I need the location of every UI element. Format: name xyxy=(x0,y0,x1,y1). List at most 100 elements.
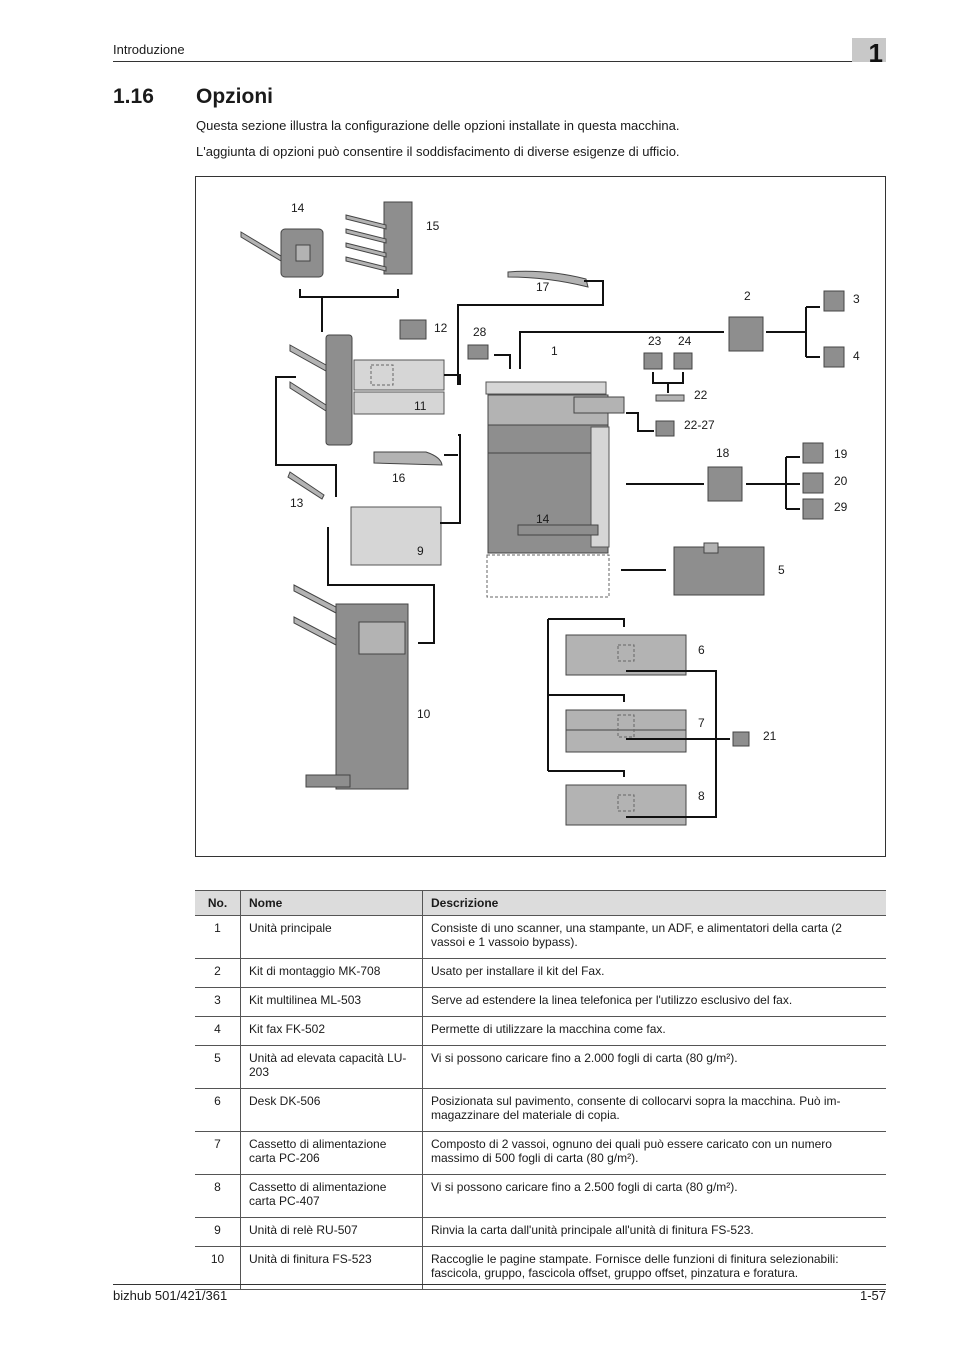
section-title: Opzioni xyxy=(196,85,273,108)
table-row: 10 Unità di finitura FS-523 Raccoglie le… xyxy=(195,1246,886,1290)
callout-21: 21 xyxy=(763,729,777,743)
table-row: 6 Desk DK-506 Posizionata sul pavimento,… xyxy=(195,1088,886,1132)
multiline-kit-3 xyxy=(823,290,845,312)
paper-feed-cabinet-7 xyxy=(565,709,687,753)
mount-kit-2 xyxy=(728,316,764,352)
cell-description: Consiste di uno scanner, una stampante, … xyxy=(422,915,886,959)
header-rule xyxy=(113,61,886,62)
callout-29: 29 xyxy=(834,500,848,514)
intro-paragraph-2: L'aggiunta di opzioni può consentire il … xyxy=(196,144,680,159)
callout-13: 13 xyxy=(290,496,304,510)
finisher-10 xyxy=(293,584,409,790)
callout-7: 7 xyxy=(698,716,705,730)
part-21 xyxy=(732,731,750,747)
footer-model: bizhub 501/421/361 xyxy=(113,1288,228,1303)
column-header-description: Descrizione xyxy=(422,890,886,916)
cell-no: 2 xyxy=(195,958,241,988)
tray-13 xyxy=(287,471,325,500)
callout-14-mid: 14 xyxy=(536,512,550,526)
callout-20: 20 xyxy=(834,474,848,488)
cell-no: 5 xyxy=(195,1045,241,1089)
callout-22: 22 xyxy=(694,388,708,402)
cell-no: 7 xyxy=(195,1131,241,1175)
part-24 xyxy=(673,352,693,370)
cell-description: Vi si possono caricare fino a 2.000 fogl… xyxy=(422,1045,886,1089)
table-row: 7 Cassetto di alimentazione carta PC-206… xyxy=(195,1131,886,1175)
part-29 xyxy=(802,498,824,520)
table-row: 1 Unità principale Consiste di uno scann… xyxy=(195,915,886,959)
part-20 xyxy=(802,472,824,494)
callout-2: 2 xyxy=(744,289,751,303)
relay-unit-9 xyxy=(350,506,442,566)
callout-14-top: 14 xyxy=(291,201,305,215)
cell-description: Raccoglie le pagine stampate. Fornisce d… xyxy=(422,1246,886,1290)
cell-description: Usato per installare il kit del Fax. xyxy=(422,958,886,988)
cell-no: 1 xyxy=(195,915,241,959)
callout-5: 5 xyxy=(778,563,785,577)
cell-description: Vi si possono caricare fino a 2.500 fogl… xyxy=(422,1174,886,1218)
cell-name: Cassetto di alimentazione carta PC-407 xyxy=(240,1174,423,1218)
callout-22-27: 22-27 xyxy=(684,418,715,432)
finisher-11 xyxy=(289,334,445,446)
cell-name: Unità principale xyxy=(240,915,423,959)
callout-10: 10 xyxy=(417,707,431,721)
footer-rule xyxy=(113,1284,886,1285)
callout-28: 28 xyxy=(473,325,487,339)
callout-19: 19 xyxy=(834,447,848,461)
cell-no: 8 xyxy=(195,1174,241,1218)
fax-kit-4 xyxy=(823,346,845,368)
table-row: 9 Unità di relè RU-507 Rinvia la carta d… xyxy=(195,1217,886,1247)
cell-description: Posizionata sul pavimento, consente di c… xyxy=(422,1088,886,1132)
cell-name: Kit fax FK-502 xyxy=(240,1016,423,1046)
column-header-name: Nome xyxy=(240,890,423,916)
callout-8: 8 xyxy=(698,789,705,803)
output-tray-17 xyxy=(507,270,589,288)
paper-feed-cabinet-8 xyxy=(565,784,687,826)
table-header-row: No. Nome Descrizione xyxy=(195,890,886,916)
part-22 xyxy=(655,394,685,402)
options-table: No. Nome Descrizione 1 Unità principale … xyxy=(195,890,886,1290)
table-row: 8 Cassetto di alimentazione carta PC-407… xyxy=(195,1174,886,1218)
cell-name: Desk DK-506 xyxy=(240,1088,423,1132)
finisher-tray-14 xyxy=(240,228,324,278)
large-capacity-unit-5 xyxy=(673,542,765,596)
callout-15: 15 xyxy=(426,219,440,233)
callout-24: 24 xyxy=(678,334,692,348)
cell-no: 10 xyxy=(195,1246,241,1290)
intro-paragraph-1: Questa sezione illustra la configurazion… xyxy=(196,118,680,133)
options-diagram: .ln { stroke:#111; stroke-width:2; fill:… xyxy=(195,176,886,857)
part-23 xyxy=(643,352,663,370)
section-number: 1.16 xyxy=(113,85,154,108)
cell-no: 3 xyxy=(195,987,241,1017)
cell-no: 4 xyxy=(195,1016,241,1046)
callout-12: 12 xyxy=(434,321,448,335)
desk-6 xyxy=(565,634,687,676)
callout-6: 6 xyxy=(698,643,705,657)
cell-name: Kit multilinea ML-503 xyxy=(240,987,423,1017)
callout-4: 4 xyxy=(853,349,860,363)
callout-18: 18 xyxy=(716,446,730,460)
part-19 xyxy=(802,442,824,464)
callout-1: 1 xyxy=(551,344,558,358)
footer-page-number: 1-57 xyxy=(859,1288,886,1303)
part-12 xyxy=(399,319,427,340)
tray-16 xyxy=(373,451,443,466)
cell-no: 9 xyxy=(195,1217,241,1247)
callout-3: 3 xyxy=(853,292,860,306)
running-header: Introduzione xyxy=(113,42,185,57)
cell-description: Permette di utilizzare la macchina come … xyxy=(422,1016,886,1046)
callout-16: 16 xyxy=(392,471,406,485)
table-row: 2 Kit di montaggio MK-708 Usato per inst… xyxy=(195,958,886,988)
table-row: 5 Unità ad elevata capacità LU-203 Vi si… xyxy=(195,1045,886,1089)
cell-name: Unità di relè RU-507 xyxy=(240,1217,423,1247)
callout-9: 9 xyxy=(417,544,424,558)
finisher-15 xyxy=(345,201,413,275)
column-header-no: No. xyxy=(195,890,241,916)
main-unit-1 xyxy=(485,381,625,598)
cell-name: Cassetto di alimentazione carta PC-206 xyxy=(240,1131,423,1175)
chapter-number: 1 xyxy=(852,38,886,68)
cell-no: 6 xyxy=(195,1088,241,1132)
callout-11: 11 xyxy=(414,399,427,413)
part-22-27 xyxy=(655,420,675,437)
callout-17: 17 xyxy=(536,280,550,294)
